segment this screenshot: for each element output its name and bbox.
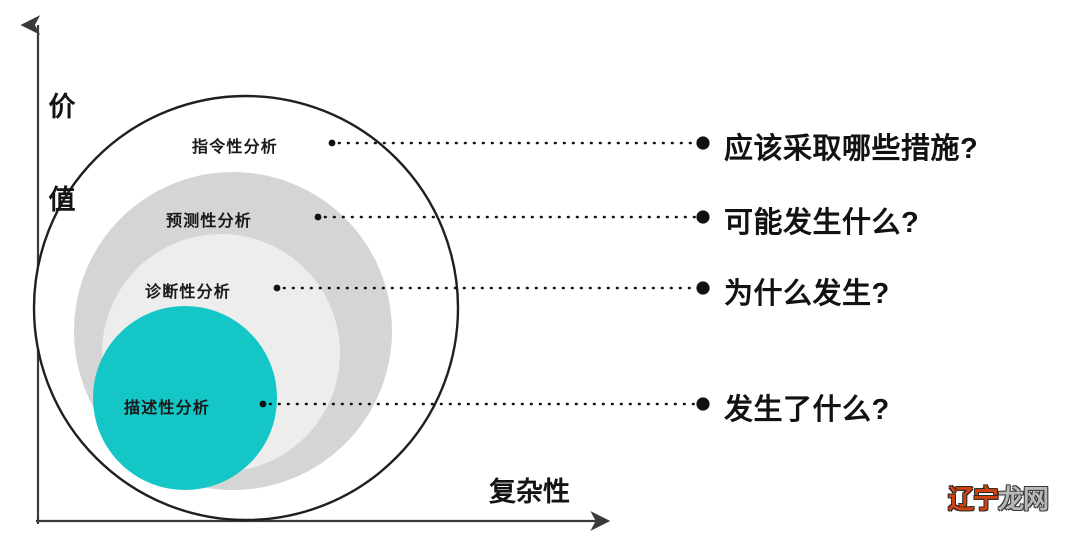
leader-bullet-diagnostic	[696, 281, 710, 295]
y-axis-label: 价 值	[44, 30, 80, 278]
leader-bullet-descriptive	[696, 397, 710, 411]
ring-label-prescriptive: 指令性分析	[192, 139, 279, 156]
watermark: 辽宁龙网	[948, 484, 1049, 514]
y-axis-label-char-1: 价	[48, 92, 76, 122]
leader-lines-group	[259, 136, 710, 411]
ring-label-descriptive: 描述性分析	[124, 400, 211, 417]
leader-origin-dot-diagnostic	[273, 284, 281, 292]
answer-prescriptive: 应该采取哪些措施?	[724, 133, 979, 165]
ring-label-predictive: 预测性分析	[166, 213, 253, 230]
leader-origin-dot-predictive	[314, 213, 322, 221]
x-axis-label: 复杂性	[489, 477, 570, 507]
ring-descriptive[interactable]	[93, 306, 277, 490]
watermark-part-b: 龙网	[998, 484, 1049, 514]
answer-descriptive: 发生了什么?	[724, 394, 890, 426]
answer-diagnostic: 为什么发生?	[724, 278, 890, 310]
leader-bullet-predictive	[696, 210, 710, 224]
leader-origin-dot-descriptive	[259, 400, 267, 408]
rings-group	[32, 94, 460, 522]
watermark-part-a: 辽宁	[948, 484, 999, 514]
leader-origin-dot-prescriptive	[328, 139, 336, 147]
leader-bullet-prescriptive	[696, 136, 710, 150]
answer-predictive: 可能发生什么?	[724, 207, 920, 239]
y-axis-label-char-2: 值	[48, 185, 76, 215]
ring-label-diagnostic: 诊断性分析	[145, 284, 232, 301]
